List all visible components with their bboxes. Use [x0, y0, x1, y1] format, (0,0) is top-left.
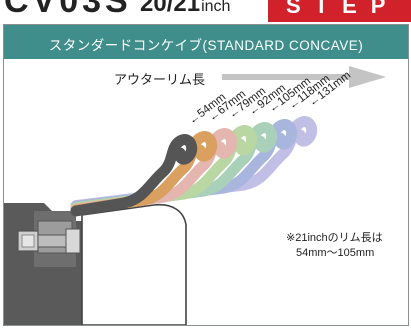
profile-105mm	[70, 122, 278, 213]
profile-92mm	[70, 125, 258, 214]
model-name: CV03S	[4, 0, 132, 20]
wheel-size-value: 20/21	[140, 0, 201, 17]
profile-79mm	[70, 128, 238, 215]
footnote: ※21inchのリム長は 54mm〜105mm	[286, 231, 383, 261]
footnote-line-2: 54mm〜105mm	[296, 247, 375, 259]
step-badge-label: STEP R	[286, 0, 411, 18]
title-strip: CV03S 20/21inch STEP R	[0, 0, 411, 22]
rim-length-arrow-icon	[222, 66, 386, 88]
step-badge: STEP R	[268, 0, 411, 22]
rim-length-label: アウターリム長	[114, 72, 206, 87]
profile-67mm	[70, 131, 218, 216]
footnote-line-1: ※21inchのリム長は	[286, 232, 383, 244]
profile-131mm	[70, 116, 318, 212]
profile-118mm	[70, 119, 298, 212]
concave-diagram: ←54mm←67mm←79mm←92mm←105mm←118mm←131mm	[4, 66, 386, 325]
wheel-size-unit: inch	[201, 0, 231, 15]
concave-diagram-panel: スタンダードコンケイブ(STANDARD CONCAVE) ←54mm←67mm…	[3, 24, 409, 326]
profile-54mm	[70, 134, 198, 217]
hub-face	[4, 203, 187, 325]
wheel-size: 20/21inch	[140, 0, 230, 18]
diagram-title: スタンダードコンケイブ(STANDARD CONCAVE)	[48, 38, 364, 53]
bolt-icon	[17, 228, 81, 254]
diagram-header: スタンダードコンケイブ(STANDARD CONCAVE)	[4, 25, 408, 59]
